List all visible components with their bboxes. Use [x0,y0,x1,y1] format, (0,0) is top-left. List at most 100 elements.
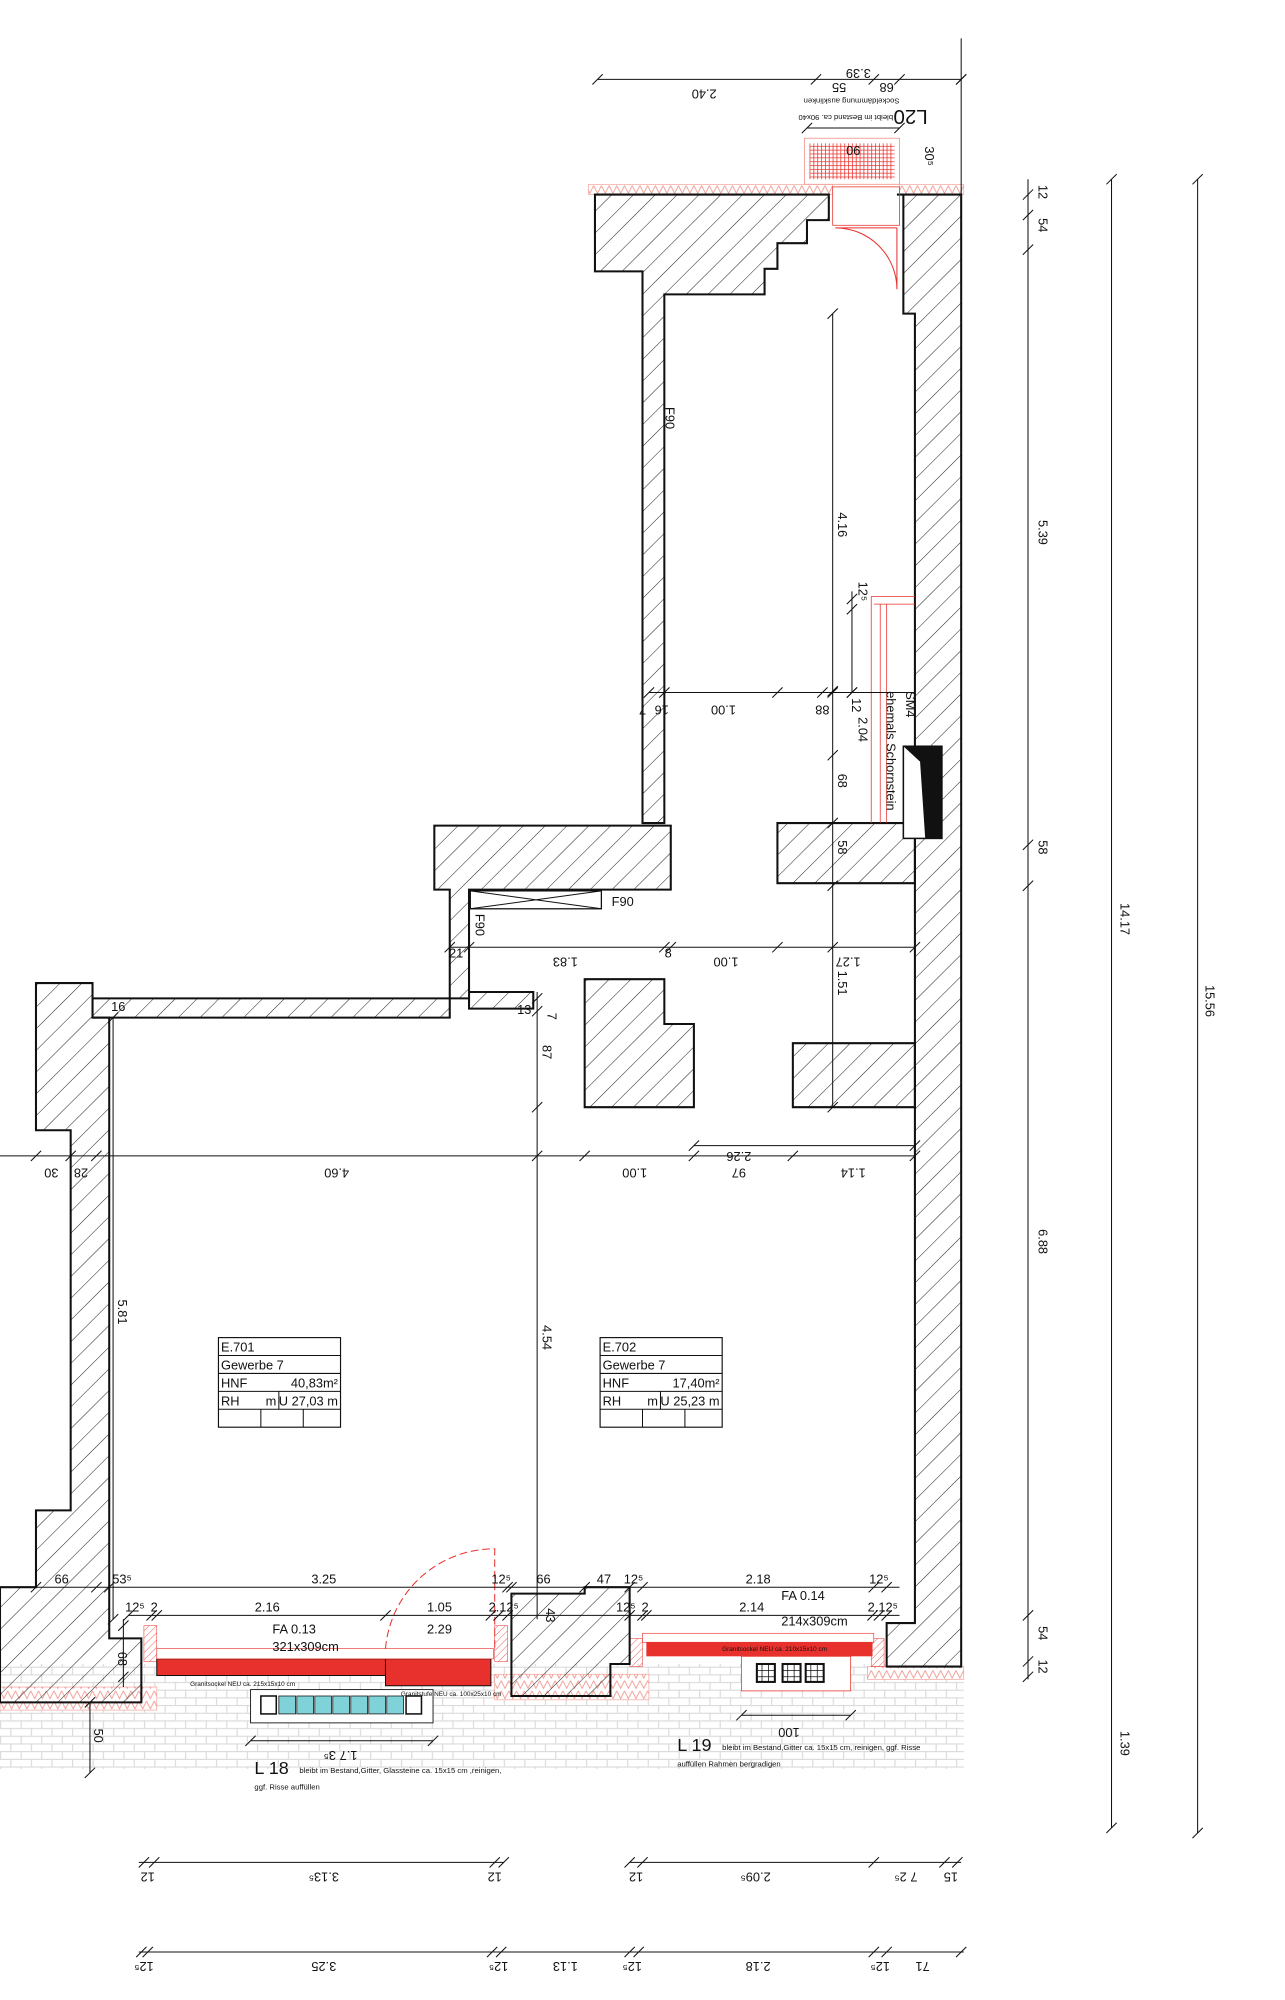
grate-block [405,1695,423,1715]
l18-note: bleibt im Bestand,Gitter, Glassteine ca.… [299,1766,501,1775]
room-id: E.702 [603,1340,637,1355]
dimension-label: 12⁵ [622,1959,642,1974]
l20-label: L20 [893,105,927,128]
dimension-label: 2.29 [427,1621,452,1636]
dimension-tick [868,1856,880,1868]
dimension-label: 12⁵ [869,1571,889,1586]
dimension-tick [893,122,906,134]
glass-block [278,1695,296,1715]
dimension-tick [665,941,677,953]
reveal-hatch [143,1625,158,1662]
dimension-tick [801,122,813,134]
dimension-label: 15.56 [1202,985,1217,1017]
f90-label: F90 [663,407,678,429]
insulation-top-left [588,183,834,195]
dimension-label: 4.60 [324,1166,349,1181]
shaft-sm4-lines [870,596,915,824]
dimension-label: 2.26 [726,1149,751,1164]
room-perimeter: U 27,03 m [279,1393,338,1408]
dimension-label: 97 [732,1166,746,1181]
dimension-label: 2.40 [692,87,717,102]
dimension-tick [1022,1671,1034,1683]
reveal-hatch [494,1625,508,1662]
dimension-label: 16 [111,999,125,1014]
dimension-tick [1022,880,1034,892]
dimension-label: 12 [629,1870,643,1885]
sm4-label: SM4 [903,691,918,717]
dimension-label: 90 [846,143,860,158]
dimension-tick [495,1946,507,1958]
dimension-label: 68 [115,1652,130,1666]
dimension-label: 88 [815,702,829,717]
grate-block [781,1662,802,1683]
dimension-label: 66 [536,1571,550,1586]
room-rh-unit: m [647,1393,658,1408]
dimension-label: 58 [1035,840,1050,854]
dimension-label: 2.09⁵ [740,1870,770,1885]
dimension-tick [873,1609,885,1621]
dimension-label: 2.18 [746,1959,771,1974]
dimension-label: 43 [543,1608,558,1622]
dimension-label: 50 [91,1729,106,1743]
wall-middle-block [433,824,672,1000]
dimension-tick [1022,244,1034,256]
dimension-label: 12⁵ [870,1959,890,1974]
insulation-top-right [899,183,965,195]
insulation-bottom-right [867,1666,965,1680]
dimension-label: 12 [1035,185,1050,199]
dimension-label: 3.25 [311,1959,336,1974]
dimension-tick [489,1856,501,1868]
room-rh-label: RH [603,1393,622,1408]
dimension-tick [1022,189,1034,201]
dimension-label: 1.27 [836,954,861,969]
granite-step-fa013 [384,1658,492,1687]
dimension-label: 47 [597,1571,611,1586]
dimension-tick [955,73,967,85]
l19-label: L 19 [677,1735,711,1755]
dimension-label: 1.00 [711,702,736,717]
dimension-label: 2 [641,1600,648,1615]
dimension-tick [636,1856,649,1868]
granite-base-fa013 [156,1658,387,1677]
dimension-tick [65,1150,77,1162]
dimension-label: 2.12⁵ [868,1600,898,1615]
fa014-size: 214x309cm [781,1614,847,1629]
dimension-label: 2.14 [739,1600,764,1615]
dimension-tick [463,941,475,953]
dimension-tick [643,686,655,698]
fa013-size: 321x309cm [272,1639,338,1654]
dimension-tick [579,1150,591,1162]
dimension-tick [827,817,839,829]
dimension-tick [771,941,783,953]
dimension-tick [122,1609,135,1621]
dimension-label: 12 [849,698,864,712]
dimension-label: 3.25 [311,1571,336,1586]
dimension-tick [867,1609,879,1621]
dimension-tick [117,1620,129,1632]
dimension-tick [30,1150,42,1162]
dimension-tick [868,1946,880,1958]
grate-block [260,1695,278,1715]
dimension-tick [1022,1609,1034,1621]
dimension-tick [146,1609,158,1621]
room-rh-label: RH [221,1393,240,1408]
dimension-label: 1.05 [427,1600,452,1615]
dimension-tick [881,1946,893,1958]
dimension-label: 2.18 [746,1571,771,1586]
granite-note: Granitstufe NEU ca. 100x25x10 cm [401,1691,502,1698]
dimension-label: 30 [44,1166,58,1181]
fa014-label: FA 0.14 [781,1588,825,1603]
dimension-tick [117,1671,129,1683]
dimension-tick [142,1946,154,1958]
reveal-hatch [629,1638,643,1667]
room-hnf-value: 40,83m² [291,1376,339,1391]
dimension-tick [640,1609,652,1621]
dimension-tick [909,1140,921,1152]
dimension-tick [103,1581,115,1593]
grate-bars [805,1663,824,1682]
wall-north-stub [467,990,535,1010]
dimension-tick [624,1609,636,1621]
dimension-label: 55 [832,80,846,95]
dimension-tick [938,1856,950,1868]
